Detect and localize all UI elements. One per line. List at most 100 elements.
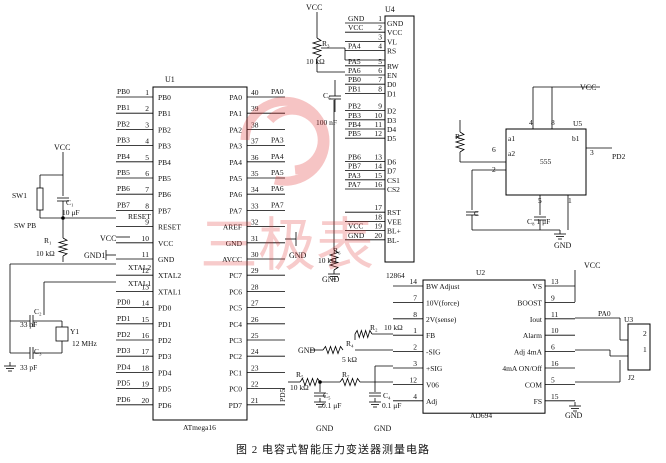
u2-pin-number-1: 1	[413, 326, 417, 335]
j2-ref: J2	[628, 373, 635, 382]
vcc-label-u2: VCC	[584, 261, 600, 270]
u2-pin-label-11: Iout	[530, 315, 543, 324]
u1-pin-label-pa3: PA3	[229, 142, 242, 151]
u1-pin-label-pc7: PC7	[229, 271, 242, 280]
u1-pin-label-pb2: PB2	[158, 125, 171, 134]
u4-pin-number-9: 9	[378, 102, 382, 111]
u1-net-pb5: PB5	[117, 168, 130, 177]
u5-label-b1: b1	[572, 134, 580, 143]
u1-pin-number-31: 31	[251, 234, 259, 243]
r3-resistor	[311, 37, 323, 59]
r4-resistor	[322, 345, 344, 355]
u1-pin-number-22: 22	[251, 380, 259, 389]
u2-pin-label-5: COM	[525, 380, 542, 389]
u2-pin-number-4: 4	[413, 392, 417, 401]
u1-pin-number-39: 39	[251, 104, 259, 113]
u4-net-2: VCC	[348, 23, 363, 32]
u1-pin-number-10: 10	[142, 234, 150, 243]
u1-net-pb1: PB1	[117, 103, 130, 112]
swpb-label: SW PB	[14, 221, 36, 230]
r1-resistor	[57, 237, 69, 257]
u2-pin-label-12: V06	[426, 380, 439, 389]
r3-label: R₃	[322, 39, 330, 48]
u2-body	[422, 279, 546, 414]
u2-pin-number-15: 15	[551, 392, 559, 401]
u4-pin-label-d7: D7	[387, 167, 396, 176]
y1-value: 12 MHz	[72, 339, 97, 348]
u1-pin-number-29: 29	[251, 266, 259, 275]
u1-pin-label-xtal2: XTAL2	[158, 271, 181, 280]
u5-c: C	[474, 209, 479, 218]
u1-pin-label-pb0: PB0	[158, 93, 171, 102]
u1-net-xtal1: XTAL1	[128, 279, 151, 288]
u2-pin-label-3: +SIG	[426, 364, 443, 373]
u5-pin-8: 8	[551, 118, 555, 127]
u4-pin-number-18: 18	[375, 212, 383, 221]
u1-net-pd2: PD2	[117, 330, 131, 339]
u1-pin-number-12: 12	[142, 266, 150, 275]
u4-pin-label-d4: D4	[387, 125, 396, 134]
u5-pin-4: 4	[529, 118, 533, 127]
u2-pin-label-8: 2V(sense)	[426, 315, 457, 324]
u1-pin-label-pb7: PB7	[158, 206, 171, 215]
u4-pin-number-7: 7	[378, 75, 382, 84]
u4-body	[384, 15, 415, 263]
u5-name: 555	[540, 157, 552, 166]
u1-pin-label-reset: RESET	[158, 223, 181, 232]
u1-pin-label-aref: AREF	[223, 223, 242, 232]
r7-resistor	[339, 377, 361, 387]
u1-pin-label-pd7: PD7	[229, 401, 243, 410]
u1-pin-label-xtal1: XTAL1	[158, 287, 181, 296]
u2-pin-number-12: 12	[410, 375, 418, 384]
u1-pin-number-40: 40	[251, 88, 259, 97]
u2-pin-label-13: VS	[532, 282, 542, 291]
u1-net-pb7: PB7	[117, 200, 130, 209]
u4-net-8: PB1	[348, 84, 361, 93]
u1-pin-label-gnd: GND	[226, 239, 243, 248]
u4-pin-number-6: 6	[378, 66, 382, 75]
u4-pin-label-d3: D3	[387, 116, 396, 125]
u5-vcc: VCC	[580, 83, 596, 92]
u1-pin-label-pb3: PB3	[158, 142, 171, 151]
u1-pin-number-35: 35	[251, 169, 259, 178]
u5-gnd: GND	[554, 241, 572, 250]
u1-net-pd1: PD1	[117, 314, 131, 323]
u1-pin-number-7: 7	[145, 185, 149, 194]
u4-net-16: PA7	[348, 180, 361, 189]
r4-value: 5 kΩ	[342, 355, 357, 364]
c4-value: 0.1 μF	[382, 401, 401, 410]
u1-pin-number-1: 1	[145, 88, 149, 97]
u2-pin-label-1: FB	[426, 331, 435, 340]
u4-name: 12864	[386, 271, 405, 280]
sw1-body	[36, 187, 44, 211]
u1-pin-number-9: 9	[145, 218, 149, 227]
u4-pin-label-bl-: BL-	[387, 236, 400, 245]
u1-pin-number-3: 3	[145, 120, 149, 129]
u5-r: R	[455, 132, 460, 141]
u1-net-pd4: PD4	[117, 362, 131, 371]
r6-value: 10 kΩ	[318, 256, 337, 265]
r4-label: R₄	[346, 339, 354, 348]
c2-value: 33 pF	[20, 320, 37, 329]
u4-pin-number-15: 15	[375, 171, 383, 180]
u4-net-20: GND	[348, 231, 365, 240]
u1-pin-number-13: 13	[142, 282, 150, 291]
u3-ref: U3	[624, 315, 633, 324]
u4-ref: U4	[385, 5, 395, 14]
u1-pin-number-32: 32	[251, 218, 259, 227]
vcc-label-reset: VCC	[54, 143, 70, 152]
u1-pin-label-pb6: PB6	[158, 190, 171, 199]
u1-pin-number-38: 38	[251, 120, 259, 129]
u4-net-13: PB6	[348, 152, 361, 161]
u1-pin-number-25: 25	[251, 331, 259, 340]
u4-net-19: VCC	[348, 222, 363, 231]
gnd-label-fs: GND	[565, 411, 583, 420]
u4-pin-label-cs1: CS1	[387, 176, 400, 185]
u1-pin-label-pb5: PB5	[158, 174, 171, 183]
u4-pin-label-bl+: BL+	[387, 227, 401, 236]
u1-net-pd6: PD6	[117, 395, 131, 404]
u5-pin-6: 6	[492, 145, 496, 154]
u1-pin-label-pa6: PA6	[229, 190, 242, 199]
c3-label: C₃	[34, 347, 42, 356]
u5-ref: U5	[573, 119, 582, 128]
